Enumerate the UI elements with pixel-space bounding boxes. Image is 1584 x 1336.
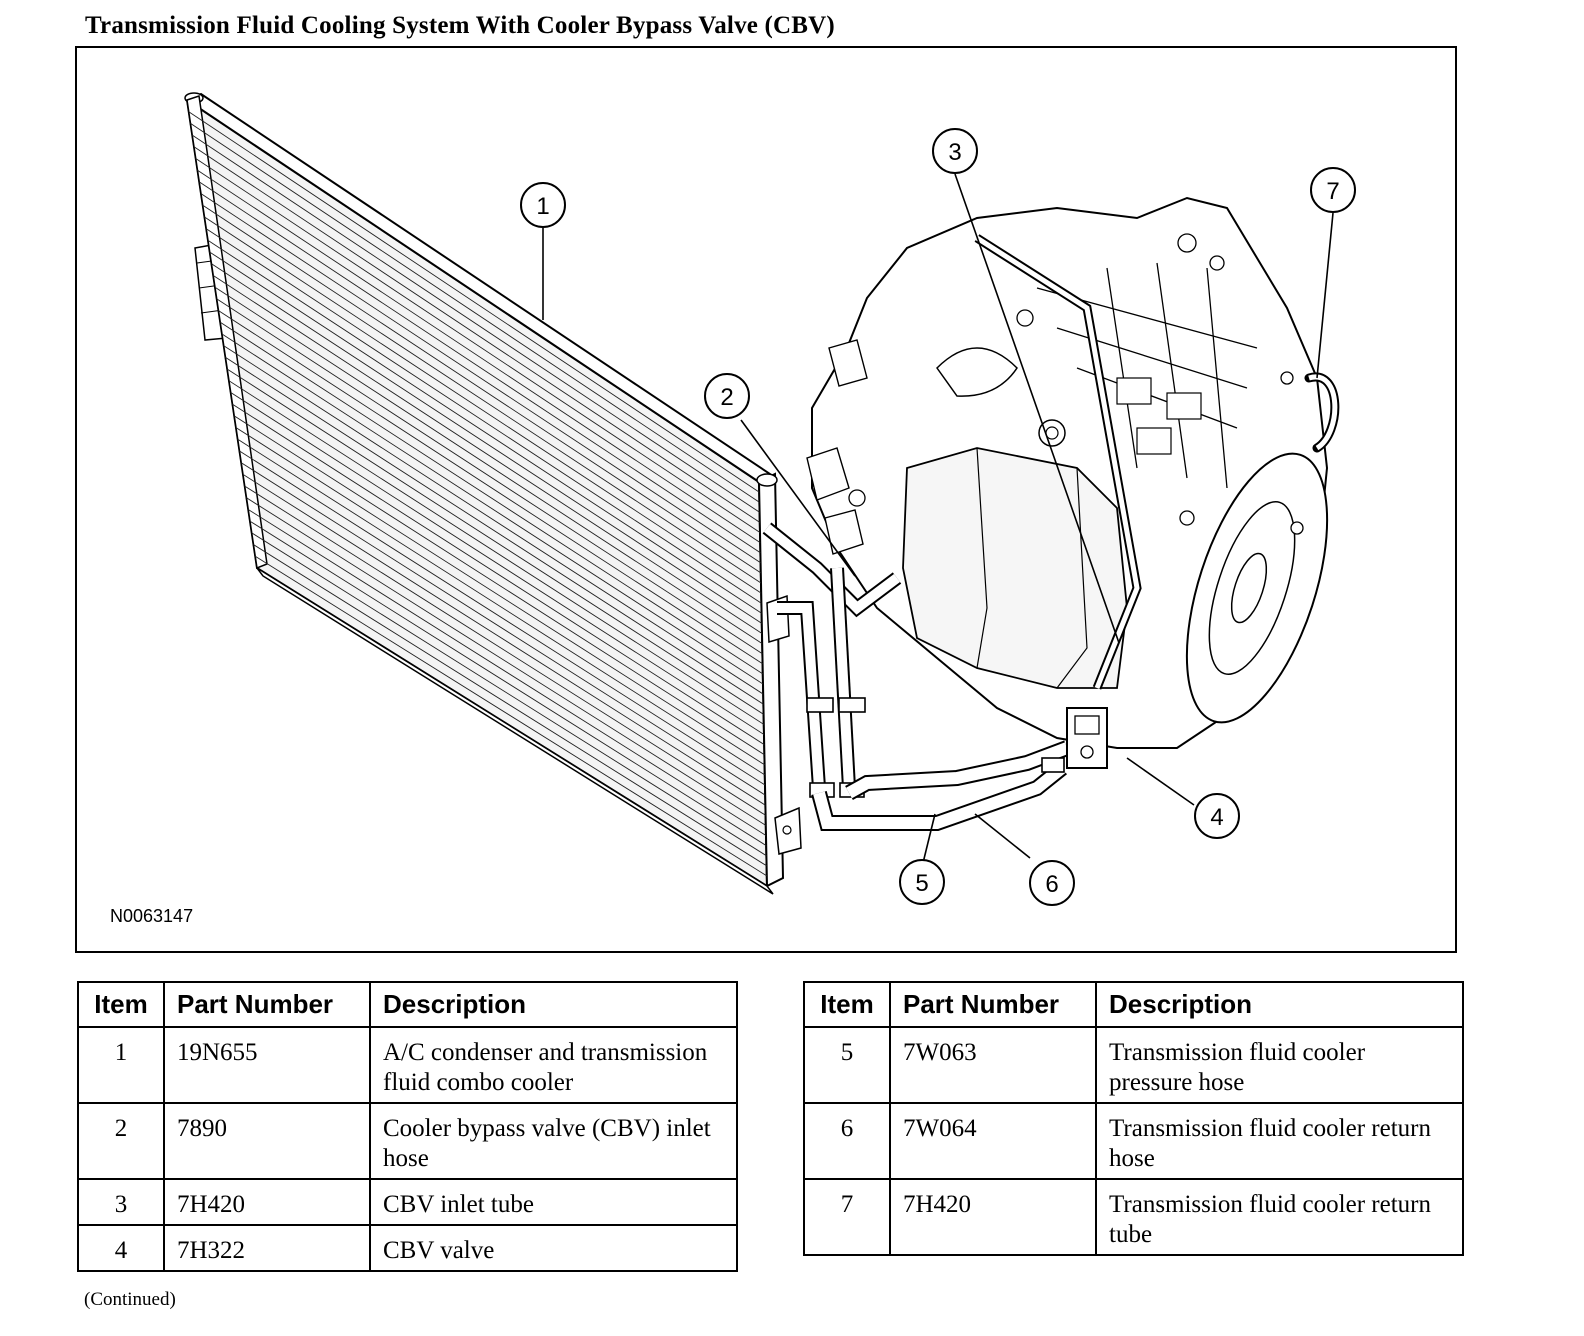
part-number-cell: 7W064: [889, 1102, 1097, 1180]
header-description: Description: [369, 981, 738, 1028]
table-row: 1 19N655 A/C condenser and transmission …: [77, 1026, 738, 1104]
callout-1: 1: [520, 182, 566, 228]
description-cell: CBV valve: [369, 1224, 738, 1272]
part-number-cell: 7H420: [889, 1178, 1097, 1256]
item-cell: 3: [77, 1178, 165, 1226]
item-cell: 6: [803, 1102, 891, 1180]
description-cell: Transmission fluid cooler return hose: [1095, 1102, 1464, 1180]
page-title: Transmission Fluid Cooling System With C…: [85, 12, 835, 39]
table-row: 5 7W063 Transmission fluid cooler pressu…: [803, 1026, 1464, 1104]
svg-text:6: 6: [1045, 871, 1058, 898]
leader-lines: [542, 173, 1334, 868]
item-cell: 5: [803, 1026, 891, 1104]
header-part-number: Part Number: [889, 981, 1097, 1028]
parts-table-right: Item Part Number Description 5 7W063 Tra…: [803, 981, 1464, 1256]
description-cell: Transmission fluid cooler return tube: [1095, 1178, 1464, 1256]
description-cell: Cooler bypass valve (CBV) inlet hose: [369, 1102, 738, 1180]
header-description: Description: [1095, 981, 1464, 1028]
header-item: Item: [77, 981, 165, 1028]
item-cell: 1: [77, 1026, 165, 1104]
svg-text:3: 3: [948, 139, 961, 166]
callout-7: 7: [1310, 167, 1356, 213]
callout-6: 6: [1029, 860, 1075, 906]
part-number-cell: 7890: [163, 1102, 371, 1180]
illustration-drawing: 1 2 3 4 5 6 7: [184, 92, 1356, 906]
item-cell: 7: [803, 1178, 891, 1256]
table-row: 2 7890 Cooler bypass valve (CBV) inlet h…: [77, 1102, 738, 1180]
part-number-cell: 19N655: [163, 1026, 371, 1104]
item-cell: 2: [77, 1102, 165, 1180]
description-cell: A/C condenser and transmission fluid com…: [369, 1026, 738, 1104]
header-part-number: Part Number: [163, 981, 371, 1028]
table-row: 4 7H322 CBV valve: [77, 1224, 738, 1272]
callout-3: 3: [932, 128, 978, 174]
svg-text:5: 5: [915, 870, 928, 897]
part-number-cell: 7H420: [163, 1178, 371, 1226]
description-cell: CBV inlet tube: [369, 1178, 738, 1226]
table-row: 6 7W064 Transmission fluid cooler return…: [803, 1102, 1464, 1180]
svg-text:4: 4: [1210, 804, 1223, 831]
header-item: Item: [803, 981, 891, 1028]
condenser-cooler: [184, 92, 802, 895]
part-number-cell: 7H322: [163, 1224, 371, 1272]
table-row: 3 7H420 CBV inlet tube: [77, 1178, 738, 1226]
item-cell: 4: [77, 1224, 165, 1272]
svg-text:7: 7: [1326, 178, 1339, 205]
description-cell: Transmission fluid cooler pressure hose: [1095, 1026, 1464, 1104]
svg-text:2: 2: [720, 384, 733, 411]
cooling-system-illustration: 1 2 3 4 5 6 7 N0063147: [75, 46, 1457, 953]
figure-id: N0063147: [110, 906, 194, 926]
callout-2: 2: [704, 373, 750, 419]
parts-table-left: Item Part Number Description 1 19N655 A/…: [77, 981, 738, 1272]
callout-4: 4: [1194, 793, 1240, 839]
continued-note: (Continued): [84, 1289, 176, 1310]
table-header-row: Item Part Number Description: [803, 981, 1464, 1028]
svg-text:1: 1: [536, 193, 549, 220]
table-row: 7 7H420 Transmission fluid cooler return…: [803, 1178, 1464, 1256]
callout-5: 5: [899, 859, 945, 905]
part-number-cell: 7W063: [889, 1026, 1097, 1104]
transmission-housing: [806, 196, 1329, 749]
table-header-row: Item Part Number Description: [77, 981, 738, 1028]
